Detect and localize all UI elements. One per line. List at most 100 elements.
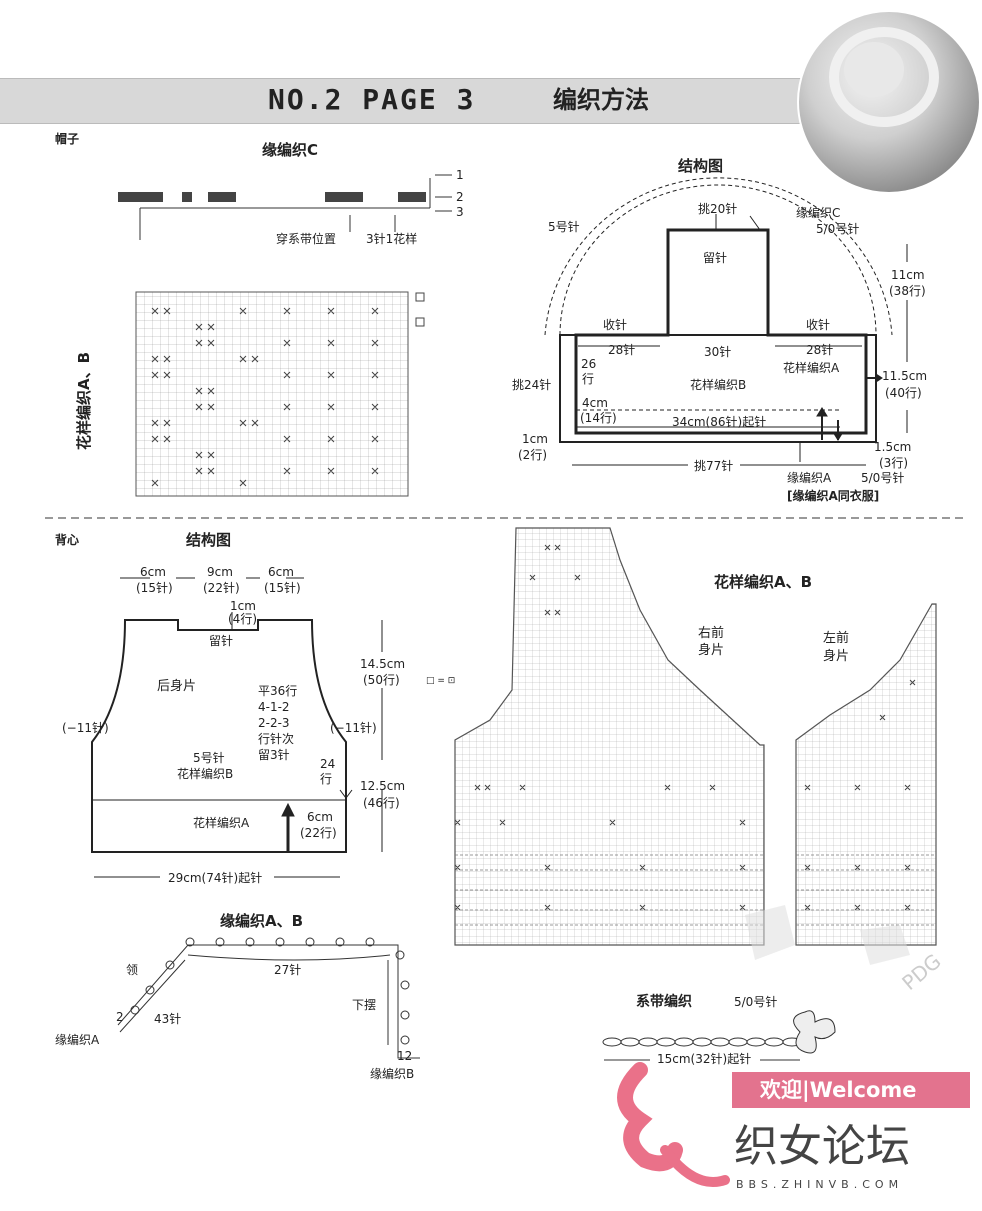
front-row-lines: [455, 854, 936, 926]
hat-rows26-unit: 行: [582, 372, 595, 386]
row-mark-1: 1: [456, 168, 464, 182]
vest-h-46rows: (46行): [363, 796, 400, 810]
left-front-label-2: 身片: [823, 649, 850, 664]
edge-c-title: 缘编织C: [262, 141, 319, 159]
tie-needle: 5/0号针: [734, 995, 778, 1009]
vest-rows24-unit: 行: [320, 772, 333, 786]
hat-h-15cm: 1.5cm: [874, 440, 912, 454]
edging-edge-b: 缘编织B: [370, 1067, 415, 1081]
watermark-url: BBS.ZHINVB.COM: [736, 1178, 904, 1191]
row-mark-3: 3: [456, 205, 464, 219]
baby-hood: [829, 27, 939, 127]
vest-pattern-b: 花样编织B: [177, 767, 234, 781]
vest-structure: [91, 577, 383, 878]
vest-h-145: 14.5cm: [360, 657, 406, 671]
front-chart-title: 花样编织A、B: [714, 573, 813, 591]
tie-cord: [602, 1010, 836, 1061]
watermark-site: 织女论坛: [734, 1121, 910, 1172]
hat-pick77: 挑77针: [694, 459, 734, 473]
watermark-logo: [617, 905, 970, 1187]
hat-st28-right: 28针: [806, 343, 834, 357]
vest-section-label: 背心: [55, 533, 80, 547]
hat-h-115: 11.5cm: [882, 369, 928, 383]
hat-section-label: 帽子: [55, 132, 80, 146]
hat-pattern-a: 花样编织A: [783, 361, 840, 375]
right-front-grid: [454, 527, 765, 946]
vest-neck-4rows: (4行): [228, 612, 257, 626]
hat-h-11cm: 11cm: [891, 268, 925, 282]
left-front-label-1: 左前: [823, 631, 850, 646]
edging-num12: 12: [397, 1049, 413, 1063]
edging-title: 缘编织A、B: [220, 912, 304, 930]
hat-edge-c: 缘编织C: [796, 206, 841, 220]
vest-shaping-0: 平36行: [258, 684, 298, 698]
hat-edge-a: 缘编织A: [787, 471, 832, 485]
front-x-marks: [454, 544, 916, 911]
hat-structure: [544, 177, 908, 466]
hat-cast-on: 34cm(86针)起针: [672, 415, 767, 429]
hat-h-1cm: 1cm: [522, 432, 548, 446]
right-front-label-1: 右前: [698, 626, 725, 641]
vest-h-22rows: (22行): [300, 826, 337, 840]
vest-top-6cm-r: 6cm: [268, 565, 294, 579]
vest-shaping-1: 4-1-2: [258, 700, 290, 714]
vest-leave: 留针: [209, 634, 234, 648]
vest-h-50rows: (50行): [363, 673, 400, 687]
vest-top-22st: (22针): [203, 581, 240, 595]
vest-neck-1cm: 1cm: [230, 599, 256, 613]
hat-chart-x-marks: [151, 307, 379, 487]
vest-needle5: 5号针: [193, 751, 225, 765]
watermark-welcome: 欢迎|Welcome: [760, 1078, 917, 1102]
hat-h-3rows: (3行): [879, 456, 908, 470]
edge-c-strip: [118, 174, 452, 240]
vest-h-125: 12.5cm: [360, 779, 406, 793]
vest-cast-on: 29cm(74针)起针: [168, 871, 263, 885]
tie-position-label: 穿系带位置: [276, 232, 337, 246]
edging-ab: [117, 937, 420, 1059]
page-label: NO.2 PAGE 3: [268, 83, 476, 116]
edging-hem: 下摆: [352, 998, 377, 1012]
header-band: [0, 78, 830, 124]
edging-collar: 领: [126, 963, 139, 977]
hat-dec-left: 收针: [603, 318, 628, 332]
vest-minus11-r: (−11针): [330, 721, 377, 735]
hat-edge-note: [缘编织A同衣服]: [787, 489, 880, 503]
vest-top-15st-l: (15针): [136, 581, 173, 595]
hat-w-14: (14行): [580, 411, 617, 425]
left-front-grid: [795, 603, 937, 946]
hat-h-40rows: (40行): [885, 386, 922, 400]
edging-edge-a: 缘编织A: [55, 1033, 100, 1047]
vest-minus11-l: (−11针): [62, 721, 109, 735]
hat-structure-title: 结构图: [678, 157, 724, 175]
vest-top-9cm: 9cm: [207, 565, 233, 579]
vest-pattern-a: 花样编织A: [193, 816, 250, 830]
hat-pick24: 挑24针: [512, 378, 552, 392]
vest-shaping-3: 行针次: [258, 732, 295, 746]
hat-pattern-b: 花样编织B: [690, 378, 747, 392]
hat-leave: 留针: [703, 251, 728, 265]
edging-st43: 43针: [154, 1012, 182, 1026]
baby-photo: [797, 10, 981, 194]
tie-cast-on: 15cm(32针)起针: [657, 1052, 752, 1066]
hat-st28-left: 28针: [608, 343, 636, 357]
vest-top-6cm-l: 6cm: [140, 565, 166, 579]
vest-back-piece: 后身片: [157, 679, 197, 694]
hat-chart-label: 花样编织A、B: [75, 351, 93, 450]
vest-top-15st-r: (15针): [264, 581, 301, 595]
hat-st30: 30针: [704, 345, 732, 359]
hat-h-2rows: (2行): [518, 448, 547, 462]
row-mark-2: 2: [456, 190, 464, 204]
repeat-note: 3针1花样: [366, 232, 418, 246]
hat-needle-5: 5号针: [548, 220, 580, 234]
vest-h-6cm: 6cm: [307, 810, 333, 824]
vest-structure-title: 结构图: [186, 531, 232, 549]
vest-rows24: 24: [320, 757, 336, 771]
hat-needle-50: 5/0号针: [816, 222, 860, 236]
vest-shaping-4: 留3针: [258, 748, 290, 762]
front-chart-legend: □ = ⊡: [426, 676, 456, 686]
hat-pick20: 挑20针: [698, 202, 738, 216]
edging-num2: 2: [116, 1010, 124, 1024]
edging-st27: 27针: [274, 963, 302, 977]
hat-dec-right: 收针: [806, 318, 831, 332]
